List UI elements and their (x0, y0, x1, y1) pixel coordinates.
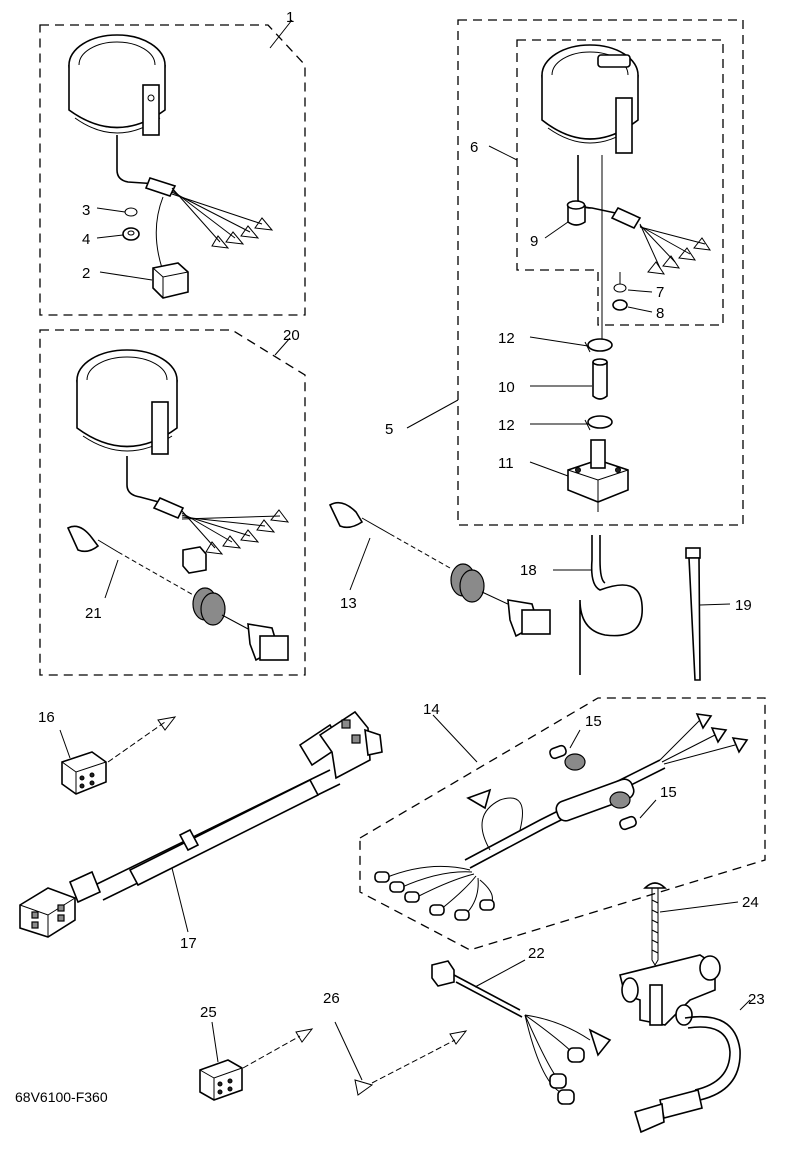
gauge-6 (541, 44, 712, 340)
label-9: 9 (530, 233, 538, 250)
label-12b: 12 (498, 417, 515, 434)
label-13: 13 (340, 595, 357, 612)
label-4: 4 (82, 231, 90, 248)
label-6: 6 (470, 139, 478, 156)
label-1: 1 (286, 9, 294, 26)
group-1-box (39, 24, 306, 316)
part-9-cap (544, 200, 586, 239)
label-20: 20 (283, 327, 300, 344)
label-5: 5 (385, 421, 393, 438)
harness-17 (19, 710, 383, 938)
part-15b-plug (619, 799, 657, 831)
label-24: 24 (742, 894, 759, 911)
label-8: 8 (656, 305, 664, 322)
label-11: 11 (498, 455, 514, 472)
part-labels: 1 3 4 2 20 21 6 9 7 8 12 10 5 12 11 18 1… (15, 9, 765, 1105)
label-22: 22 (528, 945, 545, 962)
group-14-box (359, 697, 766, 951)
part-10-hose (530, 358, 608, 400)
label-17: 17 (180, 935, 197, 952)
label-15b: 15 (660, 784, 677, 801)
label-15a: 15 (585, 713, 602, 730)
part-8-nut (612, 299, 653, 313)
part-3-clip (96, 207, 138, 217)
gauge-6-leads (639, 223, 712, 275)
label-3: 3 (82, 202, 90, 219)
label-23: 23 (748, 991, 765, 1008)
connector-16 (59, 716, 177, 795)
label-7: 7 (656, 284, 664, 301)
part-7-clip (613, 272, 653, 293)
gauge-1-leads (171, 187, 274, 249)
label-19: 19 (735, 597, 752, 614)
label-16: 16 (38, 709, 55, 726)
label-14: 14 (423, 701, 440, 718)
label-2: 2 (82, 265, 90, 282)
connector-25 (199, 1021, 314, 1101)
gauge-20 (76, 349, 290, 574)
label-12a: 12 (498, 330, 515, 347)
part-12b-clamp (530, 415, 613, 431)
group-20-box (39, 329, 306, 676)
tube-18 (553, 535, 643, 675)
part-11-sensor (529, 439, 629, 512)
cable-22 (431, 959, 612, 1105)
cable-21 (66, 525, 289, 662)
part-12a-clamp (529, 336, 613, 353)
part-15a-plug (549, 729, 581, 760)
label-25: 25 (200, 1004, 217, 1021)
label-18: 18 (520, 562, 537, 579)
harness-14-plugs (374, 865, 495, 921)
harness-14 (374, 713, 749, 921)
screw-24 (643, 882, 739, 966)
tie-19 (685, 547, 731, 681)
part-2-connector (99, 262, 189, 299)
label-21: 21 (85, 605, 102, 622)
group-6-box (516, 39, 724, 326)
gauge-1 (68, 34, 274, 269)
label-10: 10 (498, 379, 515, 396)
lead-26 (334, 1021, 468, 1096)
part-4-nut (96, 227, 140, 241)
diagram-code: 68V6100-F360 (15, 1089, 108, 1105)
label-26: 26 (323, 990, 340, 1007)
fitting-23 (619, 954, 751, 1134)
cable-13 (328, 501, 551, 638)
gauge-20-leads (181, 509, 290, 555)
